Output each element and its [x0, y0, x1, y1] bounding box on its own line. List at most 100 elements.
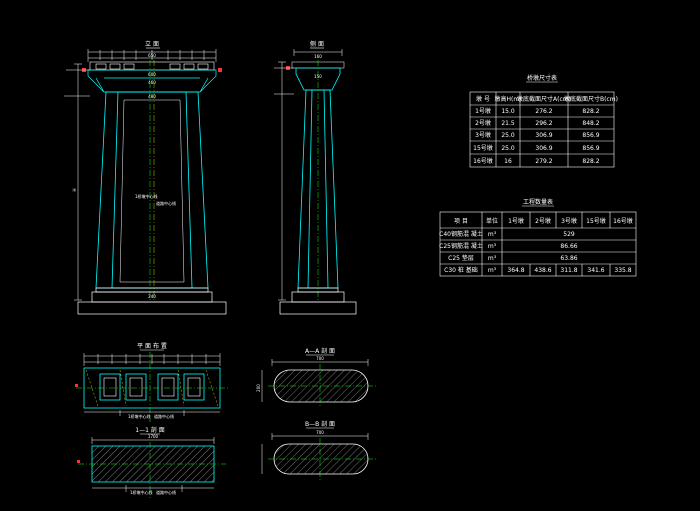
table2-row: C30 桩 基础 m³ 364.8 438.6 311.8 341.6 335.…: [444, 266, 632, 274]
table1-title: 桥墩尺寸表: [527, 74, 557, 82]
dim-col-width: 480: [148, 94, 156, 99]
table2-header-cell: 单位: [486, 217, 498, 225]
section11-dim-overall: 1700: [148, 434, 159, 439]
elevation-view: 立 面: [64, 40, 227, 315]
side-footing: [279, 287, 357, 315]
table1-cell: 296.2: [535, 120, 552, 127]
table1-cell: 856.9: [582, 132, 599, 139]
table2-cell: C25 垫层: [448, 254, 474, 262]
side-cap: [295, 67, 341, 91]
table2-cell: 438.6: [534, 267, 551, 274]
table2-cell: 63.86: [560, 255, 577, 262]
side-title: 侧 面: [310, 40, 324, 48]
dim-top-width: 650: [148, 53, 156, 58]
plan-label-pier-axis: 1桥墩中心线: [128, 413, 151, 419]
table1-header-cell: 墩底截面尺寸A(cm): [517, 95, 571, 103]
label-pier-axis: 1桥墩中心线: [135, 193, 158, 199]
table1-cell: 15.0: [501, 108, 515, 115]
plan-dim-chain: [83, 353, 221, 366]
side-view: 侧 面 160 150: [274, 40, 357, 315]
table2-cell: C40钢筋混 凝土: [439, 230, 483, 238]
table2-cell: 335.8: [614, 267, 631, 274]
table1-cell: 25.0: [501, 145, 515, 152]
table2-header-cell: 3号墩: [561, 217, 577, 225]
table2-header: 项 目 单位 1号墩 2号墩 3号墩 15号墩 16号墩: [454, 217, 633, 225]
table1-cell: 2号墩: [475, 119, 491, 127]
table1-cell: 15号墩: [473, 144, 493, 152]
plan-title: 平 面 布 置: [137, 342, 167, 350]
sectionaa-dim-width: 700: [316, 356, 324, 361]
sectionbb-title: B—B 剖 面: [305, 420, 335, 428]
plan-view: 平 面 布 置: [75, 342, 228, 422]
plan-bottom-dims: [84, 410, 220, 416]
table1-cell: 276.2: [535, 108, 552, 115]
table1-header-cell: 墩 号: [476, 95, 490, 103]
plan-markers: [75, 384, 78, 387]
table1-cell: 306.9: [535, 145, 552, 152]
table1-cell: 16: [504, 158, 512, 165]
table1-cell: 828.2: [582, 158, 599, 165]
section11-title: 1—1 剖 面: [135, 426, 164, 434]
sectionbb-dim-width: 700: [316, 430, 324, 435]
table1-cell: 279.2: [535, 158, 552, 165]
table2-row: C40钢筋混 凝土 m³ 529: [439, 230, 575, 238]
table1-row: 3号墩 25.0 306.9 856.9: [475, 131, 600, 139]
table2-row: C25钢筋混 凝土 m³ 86.66: [439, 242, 578, 250]
pier-dimension-table: 桥墩尺寸表 墩 号 墩高H(m) 墩底截面尺寸A(cm) 墩底截面尺寸B(cm)…: [469, 74, 618, 168]
pier-hollow: [119, 99, 185, 283]
table1-grid: [469, 91, 615, 168]
section11-markers: [77, 460, 80, 463]
dim-pier-height: H: [72, 188, 77, 191]
table2-cell: 311.8: [560, 267, 577, 274]
table2-header-cell: 1号墩: [508, 217, 524, 225]
table2-cell: m³: [488, 243, 497, 250]
section11-label-road-axis: 道路中心线: [156, 489, 176, 495]
height-dimension: [64, 63, 90, 301]
table2-header-cell: 16号墩: [613, 217, 633, 225]
table1-cell: 306.9: [535, 132, 552, 139]
table2-cell: C25钢筋混 凝土: [439, 242, 483, 250]
table2-header-cell: 15号墩: [586, 217, 606, 225]
section11-dims: [91, 437, 215, 444]
table2-cell: 529: [563, 231, 575, 238]
table2-row: C25 垫层 m³ 63.86: [448, 254, 578, 262]
plan-inner-boxes: [103, 377, 201, 397]
table2-cell: 86.66: [560, 243, 577, 250]
table1-row: 1号墩 15.0 276.2 828.2: [475, 107, 600, 115]
sectionaa-title: A—A 剖 面: [305, 347, 335, 355]
sectionbb-dims: [261, 433, 369, 474]
section11-label-pier-axis: 1桥墩中心线: [130, 489, 153, 495]
table2-cell: 364.8: [507, 267, 524, 274]
quantity-table: 工程数量表 项 目 单位 1号墩 2号墩 3号墩 15号墩 1: [439, 198, 637, 277]
sectionaa-dims: [261, 359, 369, 402]
table1-header: 墩 号 墩高H(m) 墩底截面尺寸A(cm) 墩底截面尺寸B(cm): [476, 95, 618, 103]
table1-row: 15号墩 25.0 306.9 856.9: [473, 144, 600, 152]
dim-cap-width: 600: [148, 72, 156, 77]
table1-cell: 856.9: [582, 145, 599, 152]
pier-cap: [87, 69, 217, 93]
label-road-axis: 道路中心线: [156, 200, 176, 206]
table2-cell: 341.6: [587, 267, 604, 274]
top-dimension-chain: [87, 49, 217, 62]
section-1-1: 1—1 剖 面 1700 1桥墩中心线 道路中心线: [77, 426, 226, 498]
section-a-a: A—A 剖 面 700 200: [256, 347, 376, 408]
table2-title: 工程数量表: [523, 198, 553, 206]
table2-cell: C30 桩 基础: [444, 266, 478, 274]
table2-cell: m³: [488, 255, 497, 262]
cap-top: [89, 61, 215, 71]
dim-mid-width: 460: [148, 80, 156, 85]
table1-header-cell: 墩高H(m): [494, 95, 521, 103]
table1-cell: 828.2: [582, 108, 599, 115]
table2-cell: m³: [488, 231, 497, 238]
sectionaa-dim-height: 200: [256, 384, 261, 392]
side-height-dim: [274, 61, 294, 301]
dim-base-width: 240: [148, 294, 156, 299]
table1-cell: 16号墩: [473, 157, 493, 165]
elevation-title: 立 面: [145, 40, 159, 48]
table1-cell: 848.2: [582, 120, 599, 127]
pier-column: [95, 91, 209, 289]
table1-cell: 1号墩: [475, 107, 491, 115]
table1-header-cell: 墩底截面尺寸B(cm): [564, 95, 618, 103]
table2-grid: [439, 211, 637, 277]
